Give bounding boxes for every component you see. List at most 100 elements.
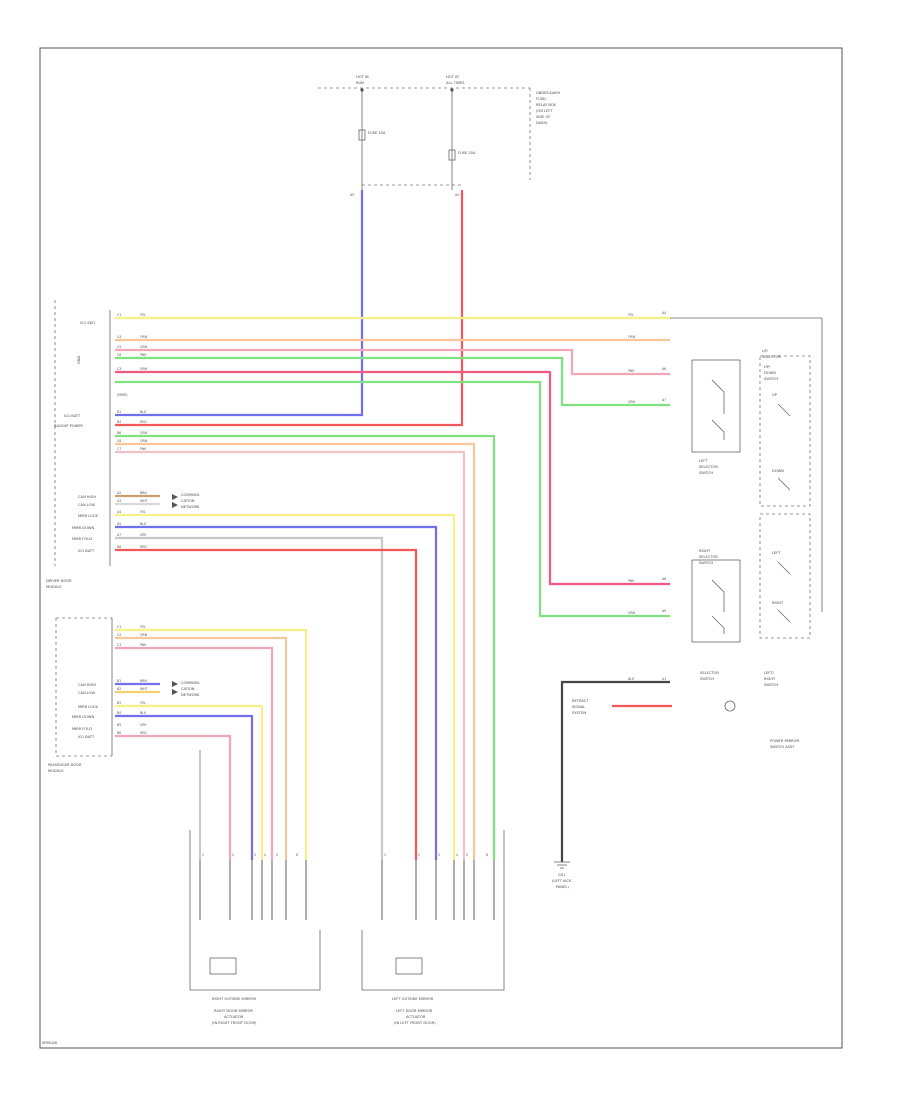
fuse-b-name: FUSE 20A	[458, 151, 476, 155]
driver-label-13: MIRR DOWN	[72, 526, 94, 530]
retract-1: RETRACT	[572, 699, 589, 703]
switch-color-1: ORN	[628, 335, 636, 339]
passenger-pin-0: C1	[117, 625, 121, 629]
fuse-pin-b: A5	[455, 193, 459, 197]
driver-label-4: (MIRR)	[117, 393, 128, 397]
lm-sub-1: LEFT DOOR MIRROR	[396, 1009, 433, 1013]
passenger-color-6: BLU	[140, 711, 147, 715]
fuse-a-sub-label: RUN	[356, 81, 364, 85]
selector-1: SELECTOR	[700, 671, 719, 675]
sw-label-up: UP	[772, 393, 778, 397]
wire-grn-lm	[115, 434, 496, 860]
driver-label-10: CAN HIGH	[78, 495, 96, 499]
switch-top-label-2: SELECTOR	[762, 355, 781, 359]
driver-pin-6: B4	[117, 420, 121, 424]
driver-pin-7: B6	[117, 431, 121, 435]
passenger-color-3: BRN	[140, 679, 147, 683]
driver-pin-12: A4	[117, 510, 121, 514]
lr-2: RIGHT	[764, 677, 776, 681]
switch-color-5: GRN	[628, 611, 636, 615]
driver-pin-3: C8	[117, 353, 121, 357]
wire-pnk-lm	[115, 450, 466, 860]
driver-color-4: GRN	[140, 367, 148, 371]
driver-pin-14: A7	[117, 533, 121, 537]
driver-color-15: RED	[140, 545, 147, 549]
driver-label-14: MIRR FOLD	[72, 537, 92, 541]
power-mirror-switch: L/R SELECTOR LEFT SELECTOR SWITCH RIGHT …	[628, 311, 823, 749]
rm-pin-4: 4	[264, 853, 266, 857]
updown-1: UP/	[764, 365, 771, 369]
sw-label-left: LEFT	[772, 551, 781, 555]
fuse-panel-line-6: DASH)	[536, 121, 548, 125]
lm-pin-2: 2	[418, 853, 420, 857]
wire-blu-rm	[115, 714, 254, 860]
driver-pin-9: C7	[117, 447, 121, 451]
driver-color-6: RED	[140, 420, 147, 424]
wire-red-lm	[115, 548, 418, 860]
driver-color-8: ORN	[140, 439, 148, 443]
ground-pin: A1	[662, 677, 666, 681]
passenger-color-8: RED	[140, 731, 147, 735]
rm-pin-5: 5	[276, 853, 278, 857]
driver-pin-15: A8	[117, 545, 121, 549]
driver-color-9: PNK	[140, 447, 147, 451]
switch-name-2: SWITCH ASSY	[770, 745, 795, 749]
passenger-label-6: MIRR DOWN	[72, 715, 94, 719]
sel-right-2: SELECTOR	[699, 555, 718, 559]
driver-pin-4: C3	[117, 367, 121, 371]
driver-side-label: GND	[77, 356, 81, 364]
driver-label-5: IG1 BATT	[64, 414, 81, 418]
wire-orn-rm	[115, 636, 288, 860]
driver-door-module: GND DRIVER DOOR MODULE C1 YEL IG1 SW1 C4…	[46, 300, 201, 589]
passenger-color-4: WHT	[140, 687, 148, 691]
driver-label-6: BACKUP POWER	[54, 424, 83, 428]
lr-3: SWITCH	[764, 683, 778, 687]
driver-name-2: MODULE	[46, 585, 62, 589]
sw-label-right: RIGHT	[772, 601, 784, 605]
passenger-name-2: MODULE	[48, 769, 64, 773]
fuse-a-top-label: HOT IN	[356, 75, 369, 79]
fuse-panel-line-3: RELAY BOX	[536, 103, 556, 107]
fuse-panel-line-5: SIDE OF	[536, 115, 550, 119]
sel-right-1: RIGHT	[699, 549, 711, 553]
wire-blu-lm	[115, 525, 438, 860]
passenger-color-0: YEL	[140, 625, 146, 629]
driver-pin-10: A2	[117, 491, 121, 495]
driver-color-5: BLU	[140, 410, 147, 414]
driver-can-note-1: COMMUNI-	[181, 493, 201, 497]
updown-3: SWITCH	[764, 377, 778, 381]
passenger-pin-5: B3	[117, 701, 121, 705]
wire-pnk-rm2	[115, 734, 232, 860]
passenger-pin-3: B1	[117, 679, 121, 683]
rm-caption: RIGHT OUTSIDE MIRROR	[212, 997, 257, 1001]
switch-pin-0: A4	[662, 311, 666, 315]
wire-red-power	[115, 190, 464, 427]
driver-color-10: BRN	[140, 491, 147, 495]
lm-sub-2: ACTUATOR	[406, 1015, 426, 1019]
lm-pin-3: 3	[438, 853, 440, 857]
fuse-pin-a: A5	[350, 193, 354, 197]
driver-color-11: WHT	[140, 499, 148, 503]
driver-pin-8: C6	[117, 439, 121, 443]
driver-color-2: GRN	[140, 345, 148, 349]
updown-2: DOWN	[764, 371, 776, 375]
rm-pin-3: 3	[254, 853, 256, 857]
driver-label-12: MIRR LOCK	[78, 514, 99, 518]
right-outside-mirror: 1 2 3 4 5 6 RIGHT OUTSIDE MIRROR RIGHT D…	[189, 830, 321, 1025]
passenger-name-1: PASSENGER DOOR	[48, 763, 82, 767]
fuse-panel-line-2: FUSE/	[536, 97, 547, 101]
wire-yel-rm	[115, 628, 308, 860]
rm-sub-3: (IN RIGHT FRONT DOOR)	[212, 1021, 257, 1025]
driver-can-note-2: CATION	[181, 499, 195, 503]
sel-left-2: SELECTOR	[699, 465, 718, 469]
passenger-door-module: PASSENGER DOOR MODULE C1 YEL C2 ORN C3 P…	[48, 617, 201, 773]
selector-2: SWITCH	[700, 677, 714, 681]
switch-pin-1: A6	[662, 367, 666, 371]
passenger-pin-7: B5	[117, 723, 121, 727]
wire-yel-rm2	[115, 704, 264, 860]
passenger-label-8: IG1 BATT	[78, 735, 95, 739]
driver-color-1: ORN	[140, 335, 148, 339]
diagram-frame	[39, 47, 843, 1049]
driver-color-7: GRN	[140, 431, 148, 435]
passenger-label-5: MIRR LOCK	[78, 705, 99, 709]
